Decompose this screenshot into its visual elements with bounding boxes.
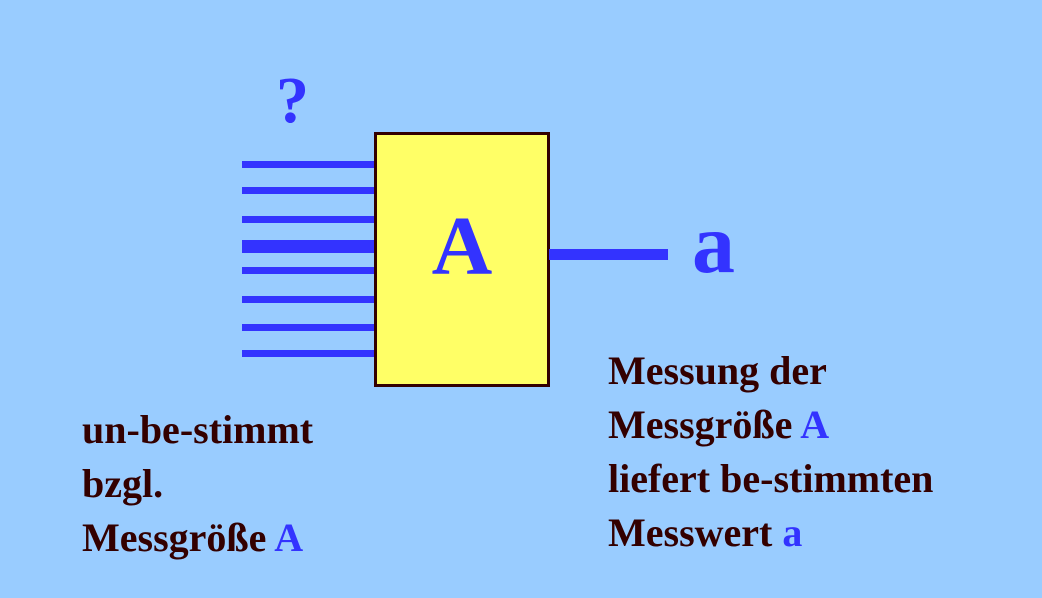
caption-text: Messwert — [608, 510, 773, 555]
measurement-box: A — [374, 132, 550, 387]
right-caption: Messung der Messgröße A liefert be-stimm… — [608, 344, 933, 560]
caption-text: Messgröße — [82, 515, 267, 560]
left-caption: un-be-stimmt bzgl. Messgröße A — [82, 403, 313, 565]
input-line-selected — [242, 240, 374, 253]
caption-line: Messwert a — [608, 506, 933, 560]
input-line — [242, 324, 374, 331]
input-line — [242, 216, 374, 223]
caption-line: Messung der — [608, 348, 827, 393]
output-line — [549, 249, 668, 260]
input-line — [242, 161, 374, 168]
input-line — [242, 267, 374, 274]
caption-line: un-be-stimmt — [82, 407, 314, 452]
caption-line: bzgl. — [82, 461, 164, 506]
caption-line: Messgröße A — [82, 511, 313, 565]
symbol: A — [274, 515, 304, 560]
question-mark: ? — [276, 64, 309, 137]
box-label: A — [431, 200, 493, 293]
symbol: a — [782, 510, 803, 555]
input-line — [242, 187, 374, 194]
caption-line: Messgröße A — [608, 398, 933, 452]
output-label: a — [692, 195, 735, 291]
caption-text: Messgröße — [608, 402, 793, 447]
input-line — [242, 350, 374, 357]
caption-line: liefert be-stimmten — [608, 456, 934, 501]
input-line — [242, 296, 374, 303]
symbol: A — [800, 402, 830, 447]
